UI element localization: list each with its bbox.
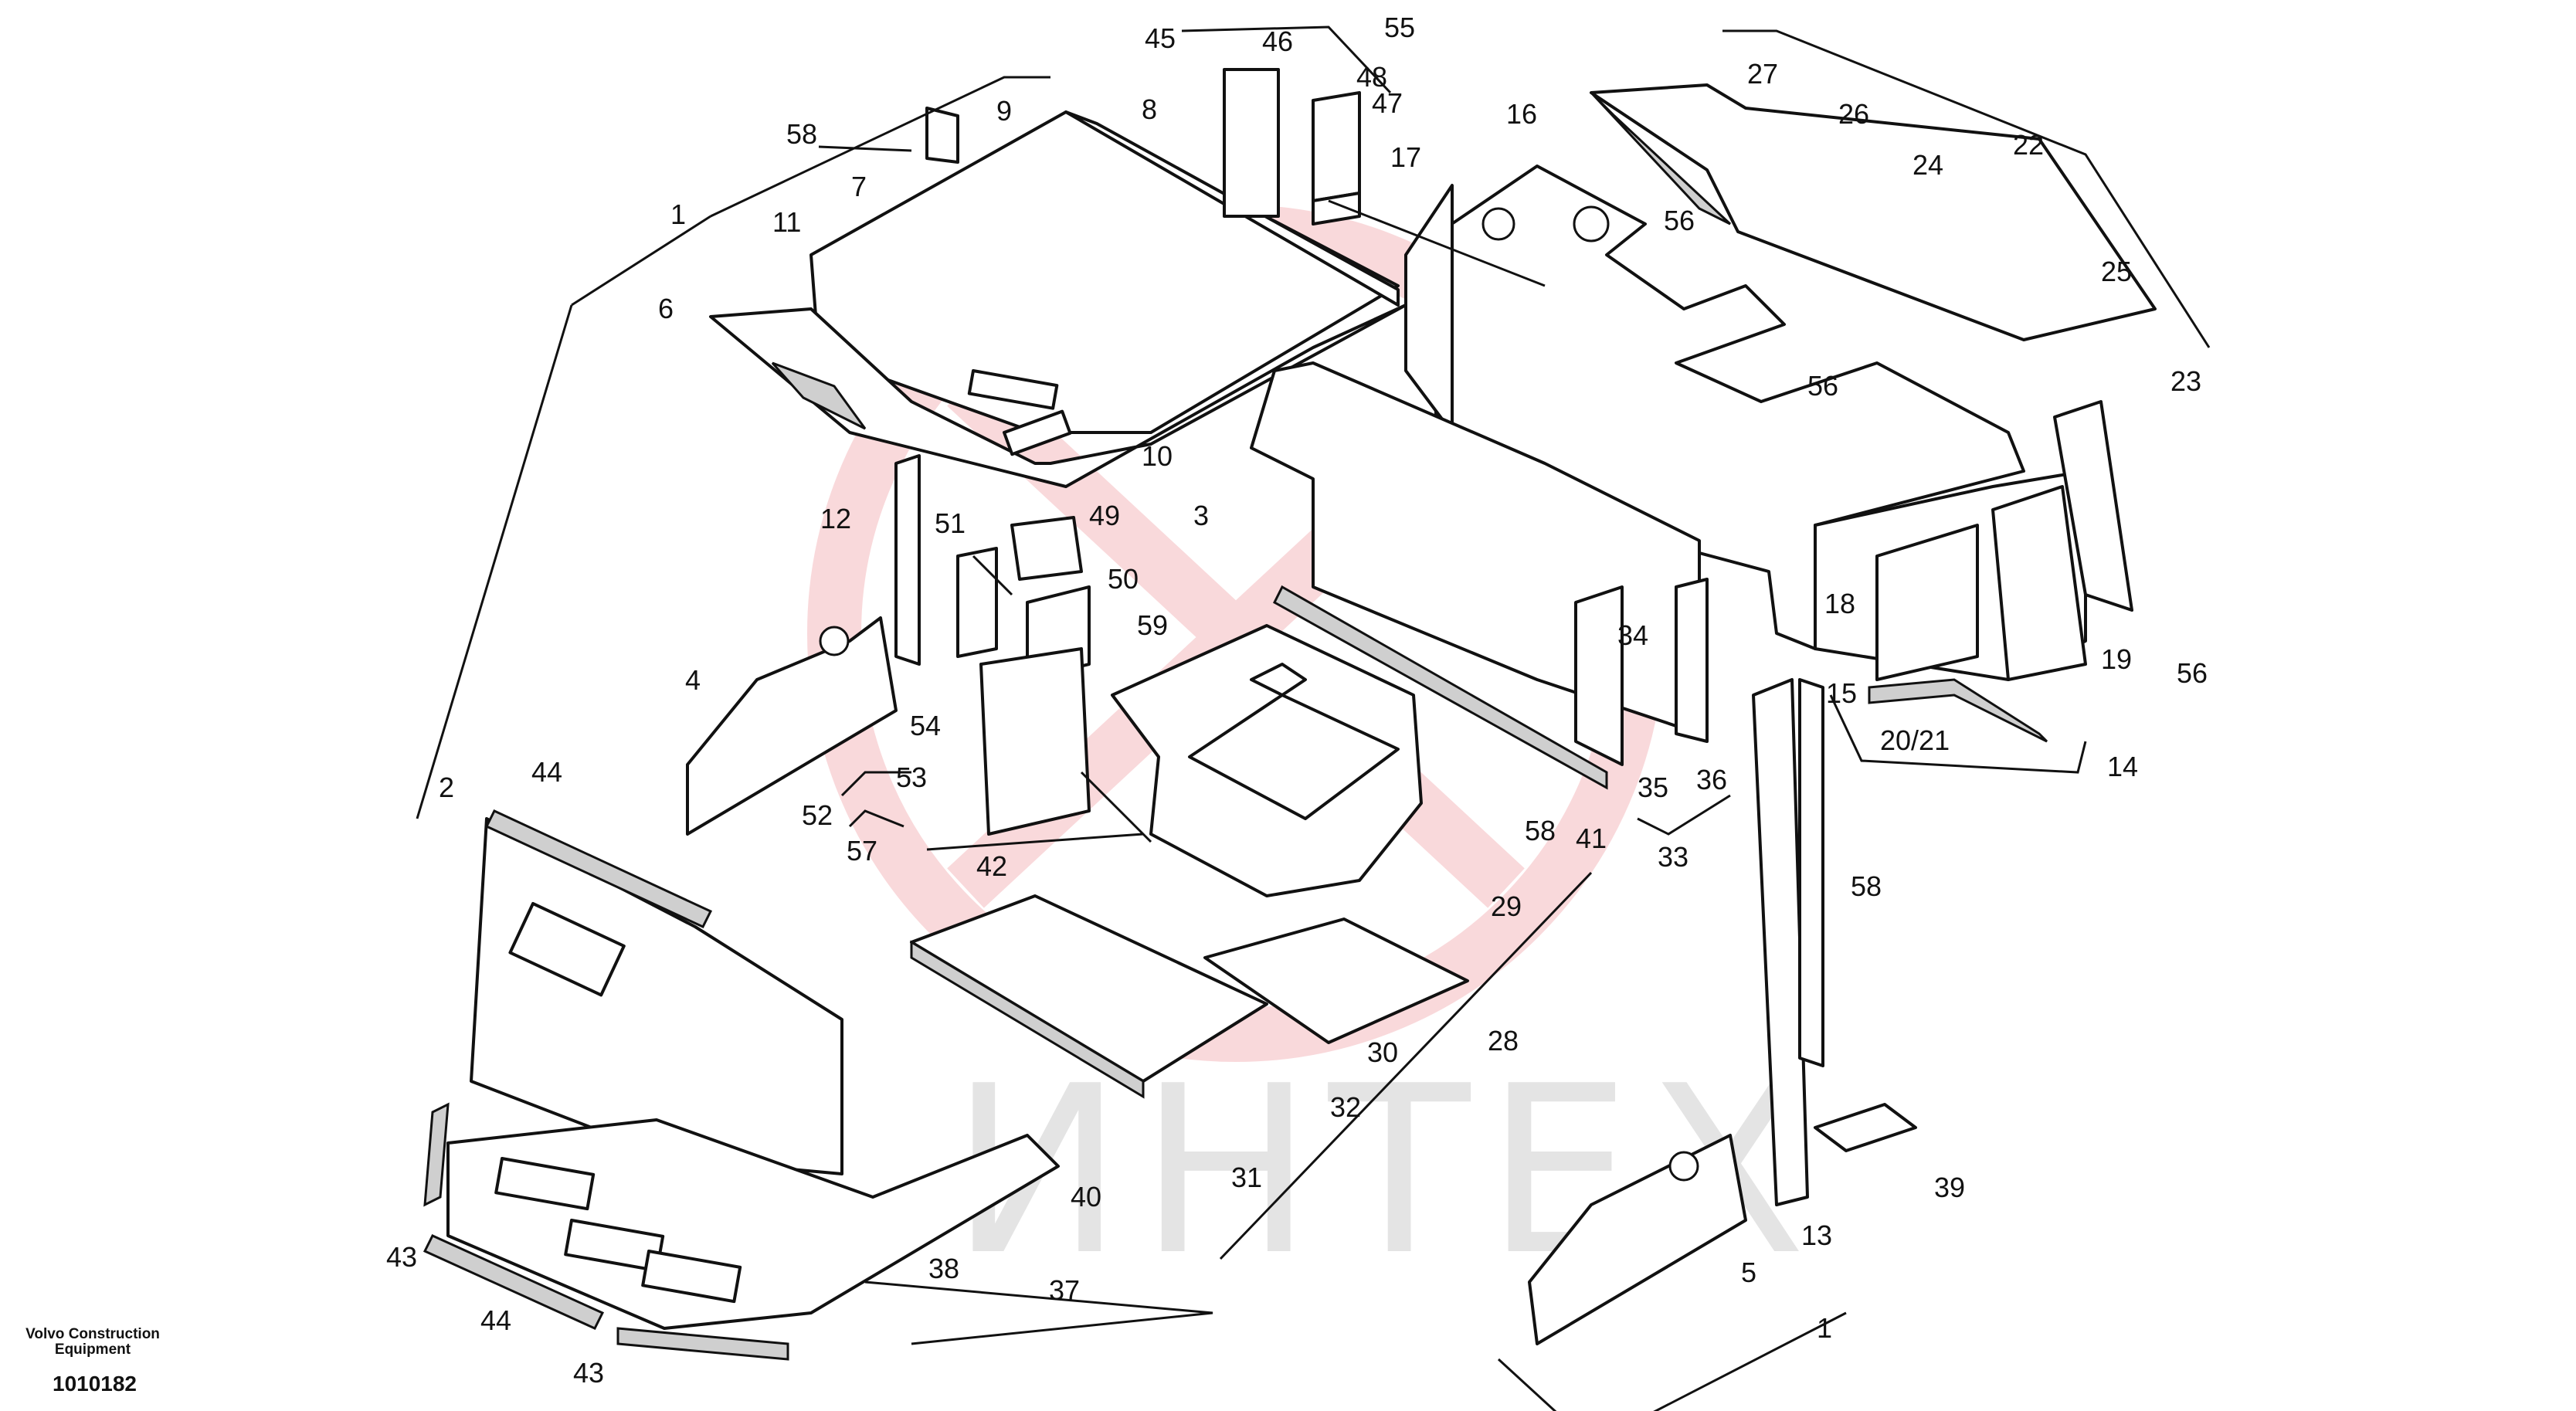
callout-22: 22 bbox=[2013, 129, 2044, 161]
callout-24: 24 bbox=[1912, 149, 1943, 181]
leader-lines bbox=[416, 25, 2211, 1411]
callout-46: 46 bbox=[1262, 25, 1293, 57]
callout-32: 32 bbox=[1330, 1091, 1361, 1123]
callout-20-21: 20/21 bbox=[1880, 724, 1950, 756]
floor-mat-front bbox=[423, 1102, 1060, 1361]
part-39 bbox=[1814, 1103, 1917, 1152]
callout-50: 50 bbox=[1108, 563, 1139, 595]
callout-29: 29 bbox=[1491, 890, 1522, 922]
callout-6: 6 bbox=[658, 293, 674, 324]
callout-27: 27 bbox=[1747, 58, 1778, 90]
callout-47: 47 bbox=[1372, 87, 1403, 119]
document-number: 1010182 bbox=[53, 1372, 137, 1396]
callout-12: 12 bbox=[820, 503, 851, 534]
callout-15: 15 bbox=[1826, 677, 1857, 709]
callout-3: 3 bbox=[1193, 500, 1209, 531]
callout-17: 17 bbox=[1390, 141, 1421, 173]
callout-49: 49 bbox=[1089, 500, 1120, 531]
callout-56a: 56 bbox=[1664, 205, 1695, 236]
front-panel bbox=[470, 809, 843, 1175]
bracket-parts bbox=[1223, 68, 1361, 226]
pillar-12 bbox=[894, 454, 921, 666]
side-panel-right bbox=[1528, 1134, 1747, 1345]
callout-58a: 58 bbox=[786, 118, 817, 150]
callout-13: 13 bbox=[1801, 1219, 1832, 1251]
callout-36: 36 bbox=[1696, 764, 1727, 795]
callout-57: 57 bbox=[847, 835, 877, 867]
callout-39: 39 bbox=[1934, 1172, 1965, 1203]
callout-44a: 44 bbox=[531, 756, 562, 788]
callout-54: 54 bbox=[910, 710, 941, 741]
callout-18: 18 bbox=[1824, 588, 1855, 619]
callout-26: 26 bbox=[1838, 98, 1869, 130]
callout-56b: 56 bbox=[1807, 370, 1838, 402]
callout-25: 25 bbox=[2101, 256, 2132, 287]
callout-23: 23 bbox=[2170, 365, 2201, 397]
callout-2: 2 bbox=[439, 772, 454, 803]
callout-52: 52 bbox=[802, 799, 833, 831]
callout-7: 7 bbox=[851, 171, 867, 202]
callout-53: 53 bbox=[896, 761, 927, 793]
floor-mats bbox=[910, 894, 1469, 1099]
callout-59: 59 bbox=[1137, 609, 1168, 641]
callout-58c: 58 bbox=[1851, 870, 1882, 902]
callout-30: 30 bbox=[1367, 1036, 1398, 1068]
callout-42: 42 bbox=[976, 850, 1007, 882]
callout-56c: 56 bbox=[2177, 657, 2208, 689]
callout-58b: 58 bbox=[1525, 815, 1556, 846]
callout-28: 28 bbox=[1488, 1025, 1519, 1057]
manufacturer-label: Volvo Construction Equipment bbox=[25, 1326, 160, 1358]
floor-plates bbox=[1590, 83, 2157, 612]
callout-31: 31 bbox=[1231, 1162, 1262, 1193]
callout-51: 51 bbox=[935, 507, 966, 539]
callout-8: 8 bbox=[1142, 93, 1157, 125]
callout-14: 14 bbox=[2107, 751, 2138, 782]
callout-9: 9 bbox=[996, 95, 1012, 127]
callout-10: 10 bbox=[1142, 440, 1173, 472]
callout-5: 5 bbox=[1741, 1257, 1756, 1288]
console-inserts bbox=[956, 516, 1091, 836]
partition-panel bbox=[1250, 361, 1709, 790]
callout-33: 33 bbox=[1658, 841, 1688, 873]
callout-41: 41 bbox=[1576, 823, 1607, 854]
callout-labels: 1 1 2 3 4 5 6 7 8 9 10 11 12 13 14 15 16… bbox=[386, 12, 2208, 1389]
callout-1a: 1 bbox=[670, 198, 686, 230]
callout-43a: 43 bbox=[386, 1241, 417, 1273]
callout-55: 55 bbox=[1384, 12, 1415, 43]
console-box bbox=[1111, 624, 1423, 897]
callout-37: 37 bbox=[1049, 1274, 1080, 1306]
callout-34: 34 bbox=[1617, 619, 1648, 651]
callout-45: 45 bbox=[1145, 22, 1176, 54]
callout-43b: 43 bbox=[573, 1357, 604, 1389]
side-panel-left bbox=[686, 616, 898, 836]
callout-35: 35 bbox=[1638, 772, 1668, 803]
callout-38: 38 bbox=[928, 1253, 959, 1284]
callout-16: 16 bbox=[1506, 98, 1537, 130]
pillar-13 bbox=[1752, 678, 1824, 1206]
callout-11: 11 bbox=[772, 206, 801, 238]
callout-19: 19 bbox=[2101, 643, 2132, 675]
callout-48: 48 bbox=[1356, 61, 1387, 93]
callout-40: 40 bbox=[1071, 1181, 1101, 1213]
callout-4: 4 bbox=[685, 664, 701, 696]
right-rear-parts bbox=[1868, 485, 2087, 743]
callout-1b: 1 bbox=[1817, 1312, 1832, 1344]
callout-44b: 44 bbox=[480, 1304, 511, 1336]
